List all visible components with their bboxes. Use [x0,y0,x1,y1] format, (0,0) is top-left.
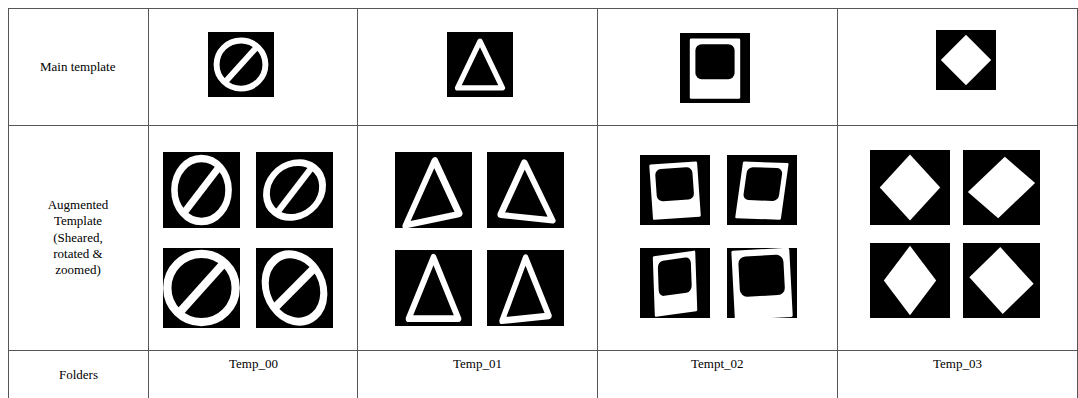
augmented-image [727,248,797,320]
augmented-image [640,155,710,225]
augmented-image [256,248,333,328]
folder-name: Temp_01 [453,356,502,372]
augmented-image [256,152,333,228]
augmented-image [395,250,472,326]
row-header: Main template [40,59,115,75]
augmented-image [727,155,797,225]
template-image [447,32,513,97]
augmented-image [395,152,472,228]
template-image [208,32,274,97]
augmented-image [870,150,950,225]
folder-name: Tempt_02 [691,356,744,372]
augmented-image [963,243,1040,318]
folder-name: Temp_00 [229,356,278,372]
augmented-image [963,150,1040,225]
folder-name: Temp_03 [933,356,982,372]
row-header: Folders [59,367,98,383]
row-header: Augmented Template (Sheared, rotated & z… [36,197,120,278]
template-image [936,30,996,90]
augmented-image [487,152,564,228]
augmented-image [163,152,240,228]
table-grid [8,8,1078,398]
template-image [680,33,750,103]
augmented-image [640,248,710,318]
augmented-image [163,248,240,328]
augmented-image [870,243,950,318]
augmented-image [487,250,564,326]
